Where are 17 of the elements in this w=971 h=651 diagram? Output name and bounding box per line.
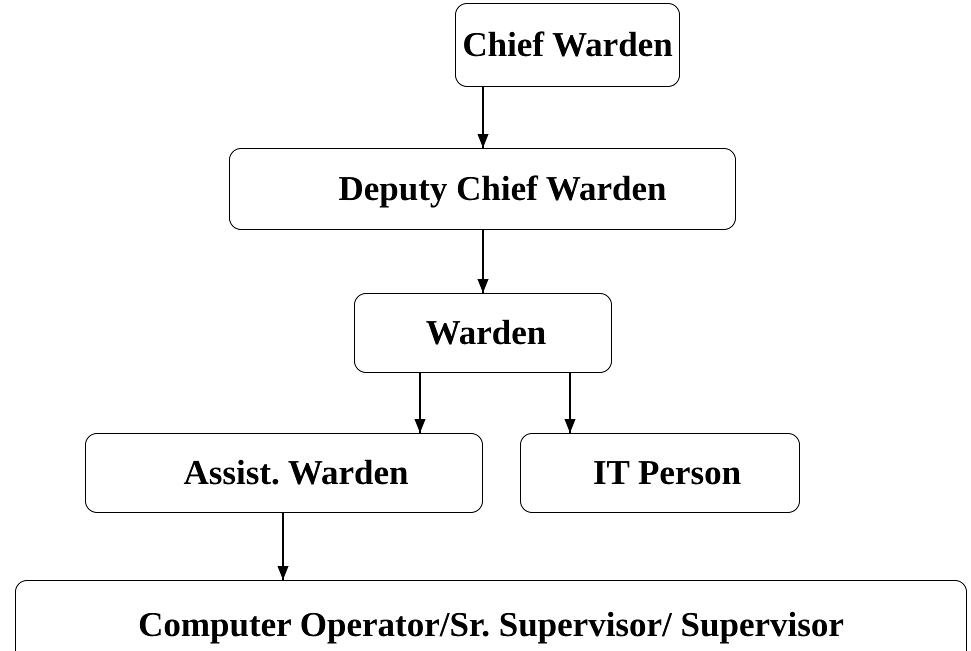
role-title: Chief Warden — [462, 25, 673, 65]
arrow — [277, 513, 289, 580]
role-box — [520, 433, 800, 513]
role-box — [85, 433, 483, 513]
role-title: Assist. Warden — [184, 453, 408, 493]
arrow — [477, 230, 489, 293]
role-title: IT Person — [592, 453, 742, 493]
arrow — [414, 373, 426, 433]
role-box — [15, 580, 967, 651]
arrow — [477, 87, 489, 148]
role-box — [354, 293, 612, 373]
role-title: Deputy Chief Warden — [338, 169, 666, 209]
arrow — [564, 373, 576, 433]
role-box — [229, 148, 736, 230]
role-title: Computer Operator/Sr. Supervisor/ Supervisor — [138, 605, 844, 645]
role-title: Warden — [426, 313, 546, 353]
role-box — [455, 3, 680, 87]
